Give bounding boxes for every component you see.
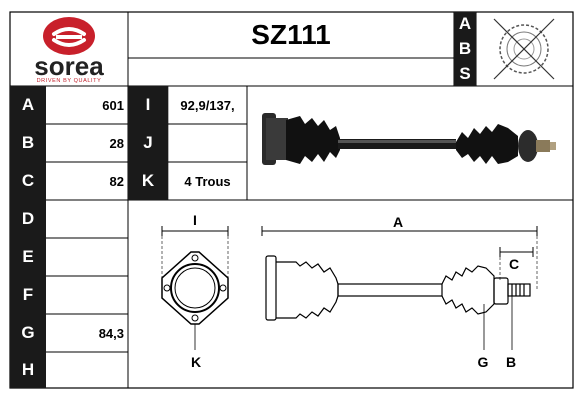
- spec-label-g: G: [10, 314, 46, 352]
- spec-value-g: 84,3: [98, 325, 124, 341]
- spec-value-i: 92,9/137,: [180, 97, 235, 113]
- spec-label-c: C: [10, 162, 46, 200]
- spec-label-a: A: [10, 86, 46, 124]
- dimension-label-g: G: [477, 354, 489, 370]
- spec-label-f: F: [10, 276, 46, 314]
- spec-label-b: B: [10, 124, 46, 162]
- abs-letter-s: S: [459, 63, 471, 83]
- abs-letter-a: A: [458, 14, 472, 33]
- dimension-label-c: C: [508, 256, 520, 272]
- spec-label-d: D: [10, 200, 46, 238]
- spec-label-k: K: [128, 162, 168, 200]
- spec-label-e: E: [10, 238, 46, 276]
- abs-letter-b: B: [458, 38, 472, 58]
- dimension-label-a: A: [392, 214, 404, 230]
- dimension-label-b: B: [505, 354, 517, 370]
- sorea-emblem-icon: [43, 17, 95, 55]
- brand-tagline: DRIVEN BY QUALITY: [36, 78, 102, 84]
- spec-value-c: 82: [109, 173, 124, 189]
- spec-label-j: J: [128, 124, 168, 162]
- spec-value-k: 4 Trous: [184, 173, 231, 189]
- spec-label-i: I: [128, 86, 168, 124]
- dimension-label-k: K: [190, 354, 202, 370]
- flange-end-view: [161, 251, 229, 325]
- spec-value-b: 28: [109, 135, 124, 151]
- part-number: SZ111: [251, 19, 331, 50]
- abs-column: A B S: [454, 12, 476, 86]
- dimension-label-i: I: [193, 212, 197, 228]
- brand-logo: sorea DRIVEN BY QUALITY: [10, 12, 128, 86]
- brand-name: sorea: [34, 50, 104, 81]
- spec-label-h: H: [10, 352, 46, 388]
- spec-value-a: 601: [102, 97, 124, 113]
